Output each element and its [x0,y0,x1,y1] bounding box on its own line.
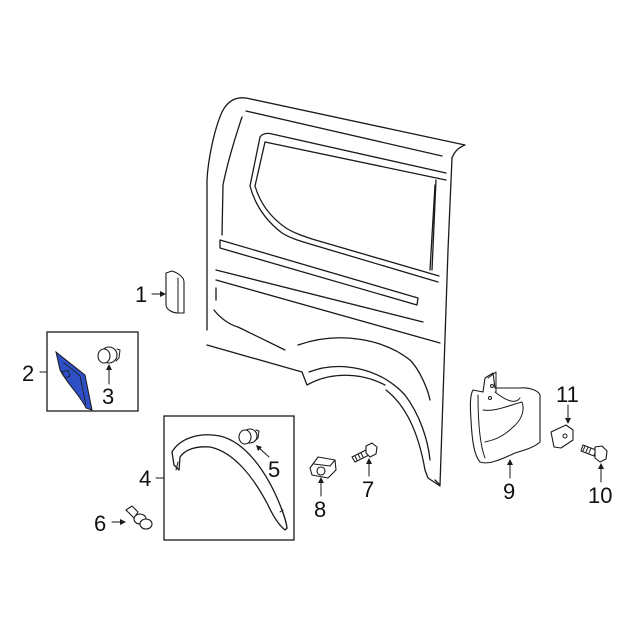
part-4-wheel-opening-molding[interactable] [171,434,288,531]
part-6-push-pin[interactable] [125,505,153,530]
part-8-retainer[interactable] [309,456,337,479]
callout-11[interactable]: 11 [556,382,579,407]
callout-7[interactable]: 7 [362,477,374,502]
side-panel-illustration [206,97,466,487]
part-3-push-clip[interactable] [97,346,121,364]
callout-9[interactable]: 9 [503,479,515,504]
part-9-mud-flap[interactable] [469,371,541,464]
part-7-bolt[interactable] [351,442,378,463]
callout-5[interactable]: 5 [268,457,280,482]
callout-6[interactable]: 6 [94,511,106,536]
callout-8[interactable]: 8 [314,497,326,522]
part-10-bolt[interactable] [580,444,608,463]
part-1-trim-cap[interactable] [165,270,185,314]
part-2-corner-trim[interactable] [55,350,93,411]
callout-2[interactable]: 2 [22,361,34,386]
callout-4[interactable]: 4 [139,466,151,491]
part-5-push-clip[interactable] [238,428,260,445]
callout-leaders [39,291,604,525]
callout-10[interactable]: 10 [588,483,612,508]
callout-1[interactable]: 1 [135,282,147,307]
callout-3[interactable]: 3 [102,384,114,409]
part-11-speed-nut[interactable] [550,424,574,449]
